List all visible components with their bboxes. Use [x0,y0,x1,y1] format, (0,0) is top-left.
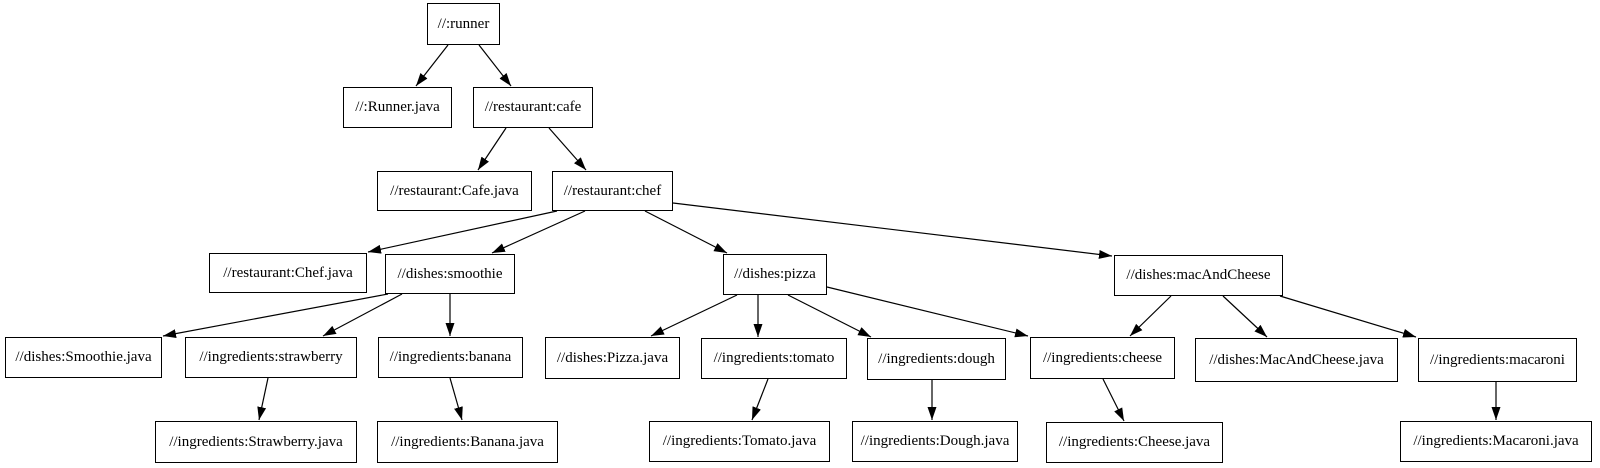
graph-node-dough-java: //ingredients:Dough.java [852,421,1018,462]
graph-node-pizza: //dishes:pizza [723,254,827,295]
edge-cafe-to-chef [548,127,587,171]
edge-chef-to-chef-java [367,210,558,254]
edge-banana-to-banana-java [449,377,463,421]
edge-cafe-to-cafe-java [477,127,507,171]
edge-pizza-to-dough [787,294,872,338]
edge-macandcheese-to-macaroni [1279,295,1417,338]
graph-node-chef: //restaurant:chef [552,171,673,211]
graph-node-cheese: //ingredients:cheese [1030,337,1175,379]
edge-strawberry-to-strawberry-java [257,377,269,421]
graph-node-chef-java: //restaurant:Chef.java [209,253,367,293]
graph-node-tomato-java: //ingredients:Tomato.java [649,421,830,462]
edge-pizza-to-cheese [826,286,1029,338]
graph-node-strawberry: //ingredients:strawberry [185,337,357,378]
edge-chef-to-smoothie [491,210,586,254]
graph-node-runner: //:runner [427,3,500,45]
graph-node-strawberry-java: //ingredients:Strawberry.java [155,421,357,463]
graph-node-macandcheese-java: //dishes:MacAndCheese.java [1195,338,1398,382]
graph-node-macaroni-java: //ingredients:Macaroni.java [1400,421,1592,462]
graph-node-pizza-java: //dishes:Pizza.java [545,337,680,379]
graph-node-banana: //ingredients:banana [378,337,523,378]
graph-node-dough: //ingredients:dough [867,338,1006,380]
graph-node-macandcheese: //dishes:macAndCheese [1114,255,1283,296]
graph-node-smoothie: //dishes:smoothie [385,254,515,294]
edge-runner-to-cafe [478,44,512,87]
graph-node-runner-java: //:Runner.java [343,87,452,128]
edge-macandcheese-to-cheese [1129,295,1172,337]
graph-node-macaroni: //ingredients:macaroni [1418,338,1577,382]
edge-smoothie-to-smoothie-java [162,293,389,339]
edge-cheese-to-cheese-java [1102,378,1125,422]
graph-node-cheese-java: //ingredients:Cheese.java [1046,422,1223,463]
edge-macandcheese-to-macandcheese-java [1222,295,1268,338]
graph-node-tomato: //ingredients:tomato [701,338,847,379]
edge-tomato-to-tomato-java [751,378,769,421]
graph-node-cafe: //restaurant:cafe [473,87,593,128]
edge-smoothie-to-strawberry [322,293,403,337]
graph-node-cafe-java: //restaurant:Cafe.java [377,171,532,211]
edge-chef-to-macandcheese [672,202,1113,259]
edge-runner-to-runner-java [415,44,449,87]
graph-node-banana-java: //ingredients:Banana.java [377,421,558,463]
edge-chef-to-pizza [644,210,728,254]
edge-pizza-to-pizza-java [650,294,738,337]
graph-node-smoothie-java: //dishes:Smoothie.java [5,337,162,378]
